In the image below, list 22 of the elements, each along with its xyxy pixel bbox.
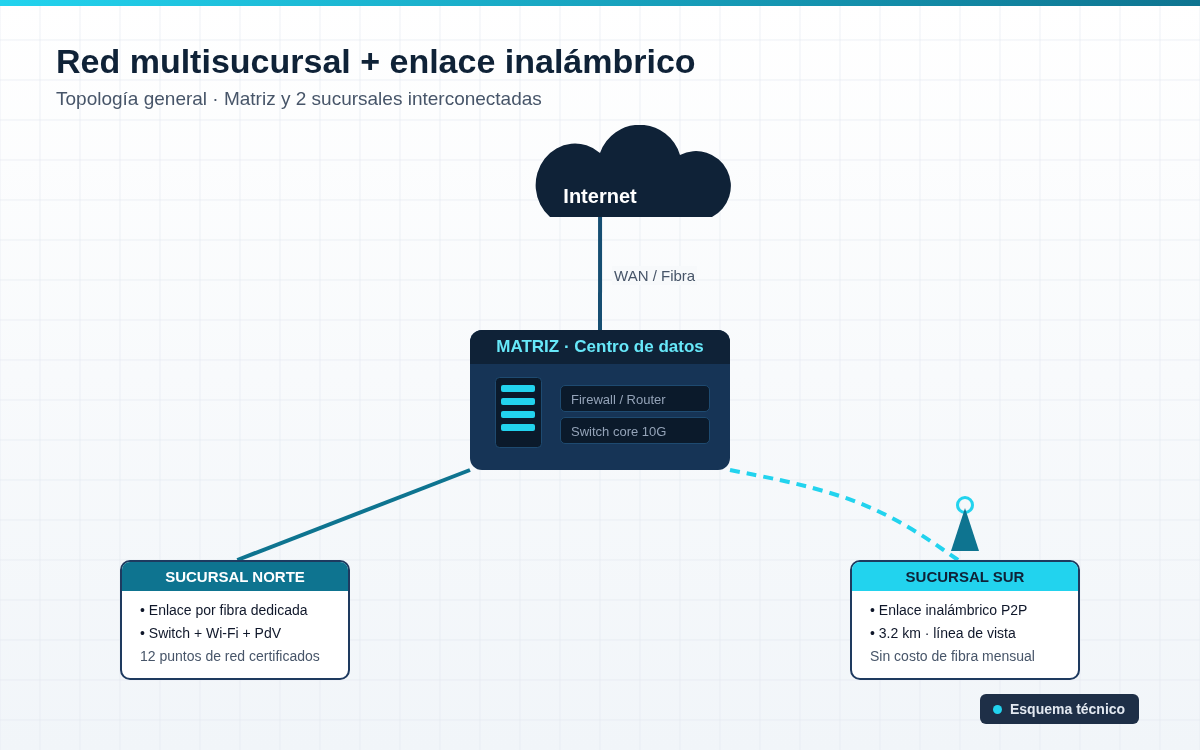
branch-card [120, 560, 350, 680]
card-title: SUCURSAL NORTE [122, 562, 348, 591]
datacenter-panel [470, 330, 730, 470]
branch-card [850, 560, 1080, 680]
note-text: 12 puntos de red certificados [140, 648, 320, 664]
bullet-text: • Switch + Wi-Fi + PdV [140, 625, 282, 641]
device-label: Firewall / Router [560, 385, 710, 412]
edge-label: WAN / Fibra [612, 265, 698, 285]
footer-badge: Esquema técnico [980, 694, 1140, 724]
card-title: SUCURSAL SUR [852, 562, 1078, 591]
subtitle: Topología general · Matriz y 2 sucursales interconectadas [56, 88, 542, 110]
bullet-text: • Enlace inalámbrico P2P [870, 602, 1028, 618]
connector [598, 217, 603, 330]
device-label: Switch core 10G [560, 417, 710, 444]
note-text: Sin costo de fibra mensual [870, 648, 1035, 664]
bullet-text: • 3.2 km · línea de vista [870, 625, 1016, 641]
connector [729, 468, 960, 562]
title: Red multisucursal + enlace inalámbrico [56, 42, 696, 81]
connector [236, 468, 471, 562]
bullet-text: • Enlace por fibra dedicada [140, 602, 308, 618]
cloud-label: Internet [562, 185, 638, 208]
panel-title: MATRIZ · Centro de datos [470, 330, 730, 364]
